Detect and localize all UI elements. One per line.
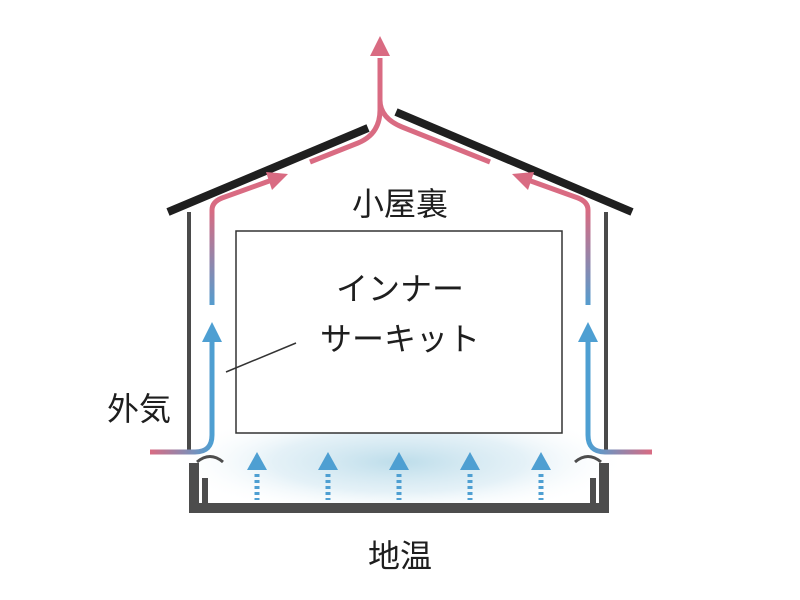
arrow-right-icon bbox=[266, 172, 288, 190]
attic-exhaust bbox=[309, 36, 491, 165]
label-inner-circuit-1: インナー bbox=[336, 270, 464, 308]
dotted-arrow-up-icon bbox=[247, 452, 267, 500]
label-outside-air: 外気 bbox=[107, 390, 171, 428]
roof bbox=[166, 108, 634, 216]
house-walls bbox=[187, 212, 608, 452]
arrow-up-icon bbox=[370, 36, 390, 56]
arrow-left-icon bbox=[512, 172, 534, 190]
foundation bbox=[189, 455, 609, 513]
label-ground-temp: 地温 bbox=[368, 537, 432, 575]
inner-room bbox=[235, 230, 563, 434]
dotted-arrow-up-icon bbox=[460, 452, 480, 500]
dotted-arrow-up-icon bbox=[318, 452, 338, 500]
dotted-arrow-up-icon bbox=[389, 452, 409, 500]
arrow-up-icon bbox=[578, 322, 598, 342]
label-attic: 小屋裏 bbox=[352, 185, 448, 223]
ground-heat-arrows bbox=[247, 452, 551, 500]
right-air-path bbox=[512, 172, 652, 455]
dotted-arrow-up-icon bbox=[531, 452, 551, 500]
label-inner-circuit-2: サーキット bbox=[320, 320, 480, 358]
left-air-path bbox=[150, 172, 288, 455]
leader-line bbox=[225, 342, 297, 373]
arrow-up-icon bbox=[202, 322, 222, 342]
